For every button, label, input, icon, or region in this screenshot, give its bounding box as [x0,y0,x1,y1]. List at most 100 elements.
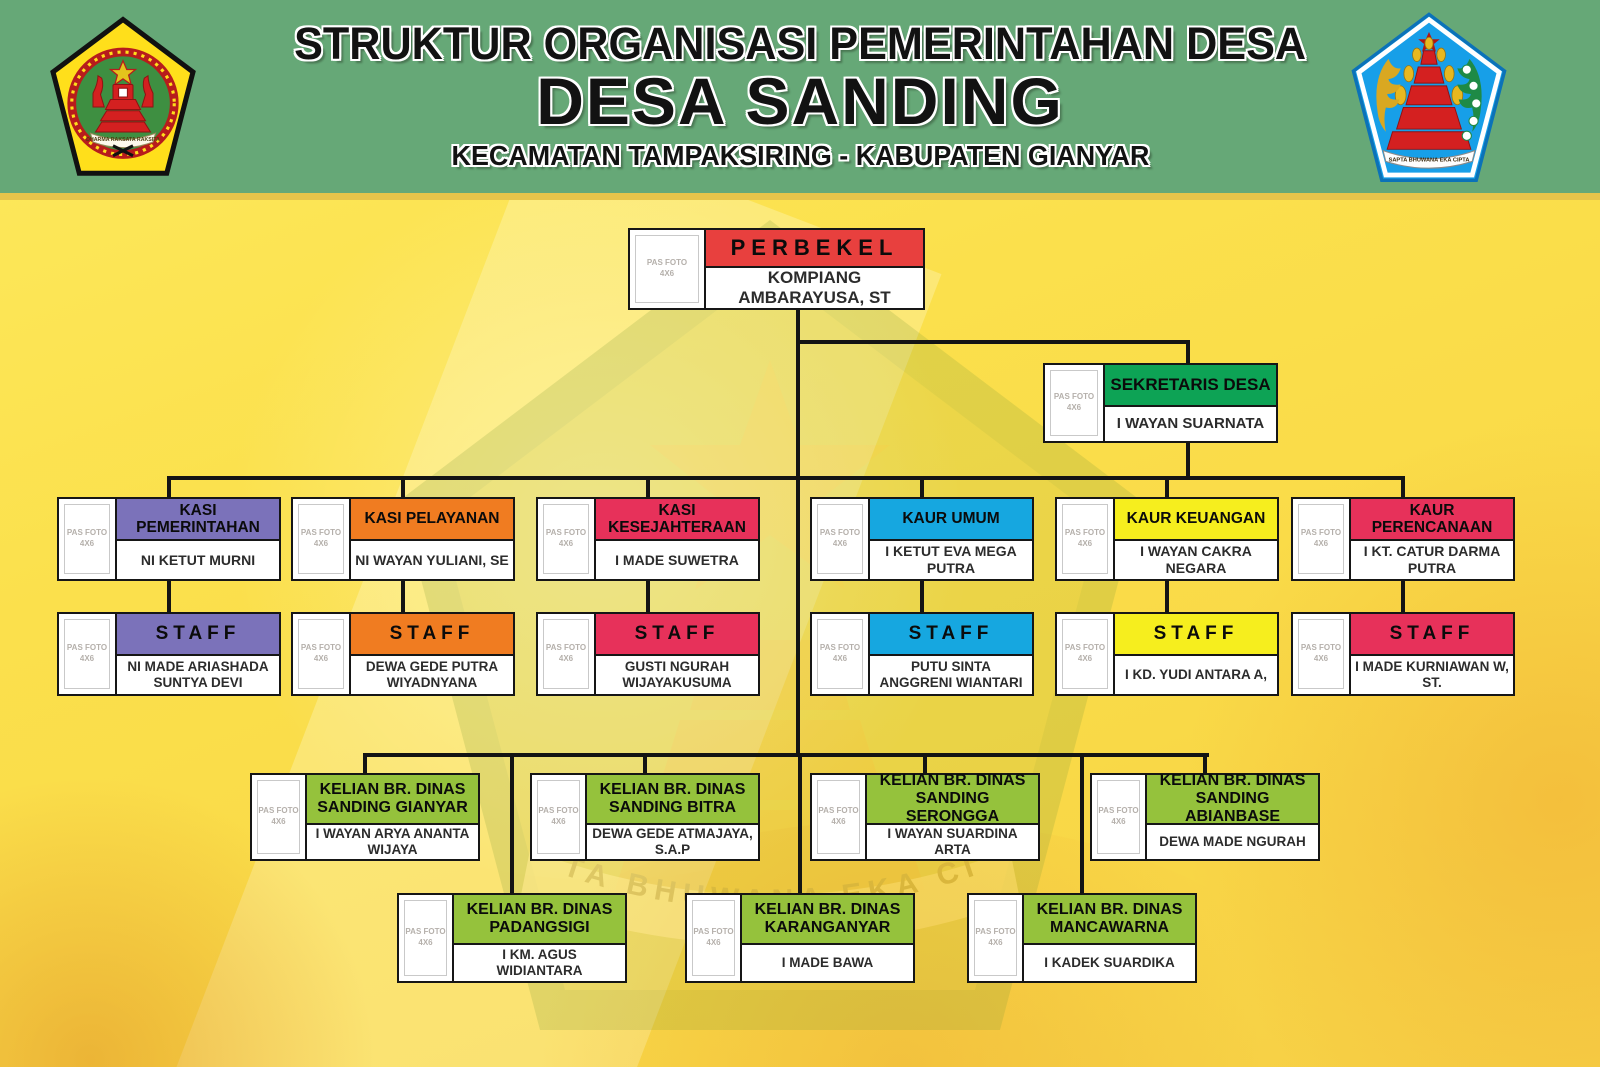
node-title: KELIAN BR. DINAS SANDING ABIANBASE [1147,772,1318,825]
node-title: STAFF [1115,614,1277,656]
photo-label: PAS FOTO [819,528,861,538]
node-title: KASI PEMERINTAHAN [117,499,279,541]
photo-label: PAS FOTO [1053,392,1095,402]
node-title: KAUR UMUM [870,499,1032,541]
node-name: NI MADE ARIASHADA SUNTYA DEVI [127,659,269,690]
photo-label: PAS FOTO [1064,643,1106,653]
photo-size-label: 4X6 [551,817,566,826]
photo-label: PAS FOTO [819,643,861,653]
connector-staff3 [646,579,650,614]
photo-size-label: 4X6 [988,938,1003,947]
photo-label: PAS FOTO [258,806,299,816]
node-name: I WAYAN ARYA ANANTA WIJAYA [315,826,470,857]
photo-label: PAS FOTO [1300,643,1342,653]
photo-size-label: 4X6 [313,539,329,548]
photo-label: PAS FOTO [545,528,587,538]
node-title: KELIAN BR. DINAS MANCAWARNA [1024,895,1195,945]
node-name: I WAYAN SUARNATA [1116,415,1265,433]
node-title: KELIAN BR. DINAS SANDING BITRA [587,775,758,825]
connector-staff2 [401,579,405,614]
node-title: PERBEKEL [706,230,923,268]
node-title: SEKRETARIS DESA [1105,365,1276,407]
photo-label: PAS FOTO [538,806,579,816]
photo-label: PAS FOTO [545,643,587,653]
photo-size-label: 4X6 [1077,539,1093,548]
node-title: KASI KESEJAHTERAAN [596,499,758,541]
node-name: I MADE BAWA [781,955,874,971]
node-title: KAUR KEUANGAN [1115,499,1277,541]
connector-drop-kaur2 [1165,476,1169,501]
node-title: KELIAN BR. DINAS KARANGANYAR [742,895,913,945]
photo-size-label: 4X6 [659,269,675,278]
photo-size-label: 4X6 [832,539,848,548]
photo-size-label: 4X6 [1313,539,1329,548]
node-title: STAFF [351,614,513,656]
photo-label: PAS FOTO [693,927,734,937]
photo-size-label: 4X6 [1313,654,1329,663]
node-name: I MADE KURNIAWAN W, ST. [1355,659,1509,690]
photo-size-label: 4X6 [558,539,574,548]
node-name: I WAYAN CAKRA NEGARA [1140,543,1252,576]
node-title: KASI PELAYANAN [351,499,513,541]
photo-label: PAS FOTO [300,643,342,653]
photo-label: PAS FOTO [66,528,108,538]
photo-size-label: 4X6 [831,817,846,826]
header-titles: STRUKTUR ORGANISASI PEMERINTAHAN DESA DE… [210,0,1390,193]
node-title: KELIAN BR. DINAS SANDING SERONGGA [867,772,1038,825]
photo-size-label: 4X6 [1111,817,1126,826]
photo-label: PAS FOTO [1300,528,1342,538]
node-name: KOMPIANG AMBARAYUSA, ST [738,267,891,307]
connector-branch-to-sekretaris [796,340,1190,344]
village-pentagon-logo: SAPTA BHUWANA EKA CIPTA [1351,12,1507,183]
left-logo-motto-text: DHARMA RAKSATA RAKSITA [86,137,160,143]
connector-staff6 [1401,579,1405,614]
photo-size-label: 4X6 [832,654,848,663]
connector-drop-kelian7 [1080,753,1084,895]
poster-title-line3: KECAMATAN TAMPAKSIRING - KABUPATEN GIANY… [451,140,1149,172]
node-title: KELIAN BR. DINAS SANDING GIANYAR [307,775,478,825]
photo-size-label: 4X6 [1077,654,1093,663]
photo-size-label: 4X6 [79,654,95,663]
node-name: I KADEK SUARDIKA [1044,955,1175,971]
connector-drop-kasi3 [646,476,650,501]
photo-label: PAS FOTO [1064,528,1106,538]
node-name: I KETUT EVA MEGA PUTRA [885,543,1017,576]
photo-size-label: 4X6 [1066,403,1082,412]
header-gold-strip [0,193,1600,200]
photo-label: PAS FOTO [300,528,342,538]
node-title: STAFF [870,614,1032,656]
node-name: PUTU SINTA ANGGRENI WIANTARI [879,659,1023,690]
connector-drop-kelian6 [798,753,802,895]
node-name: DEWA GEDE ATMAJAYA, S.A.P [592,826,753,857]
photo-label: PAS FOTO [646,258,688,268]
connector-drop-kaur3 [1401,476,1405,501]
connector-bus-kelian [363,753,1209,757]
photo-size-label: 4X6 [418,938,433,947]
node-title: STAFF [1351,614,1513,656]
